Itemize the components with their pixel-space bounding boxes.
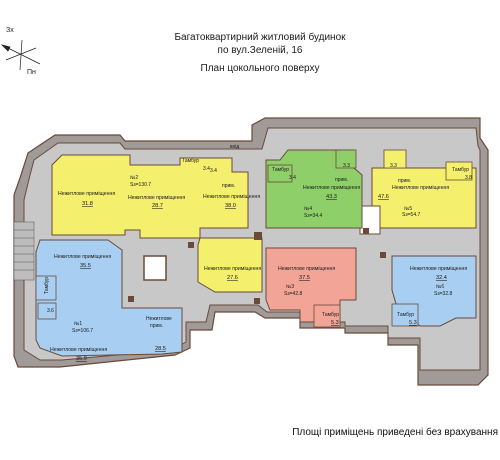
tambur-4 — [267, 164, 293, 183]
tambur-5 — [445, 161, 473, 181]
label-3-3-a: 3.3 — [343, 163, 350, 169]
label-n6: №6 — [436, 284, 444, 290]
label-47-6: 47.6 — [378, 194, 389, 200]
label-tambur-4: Тамбур — [272, 167, 289, 173]
label-prym-5: прим. — [398, 178, 411, 184]
title-line-2: по вул.Зеленій, 16 — [217, 45, 303, 56]
label-32-4: 32.4 — [436, 275, 447, 281]
label-28-5-prym: прим. — [150, 323, 163, 329]
compass-west-label: Зх — [6, 27, 14, 34]
label-tambur-1: Тамбур — [44, 277, 50, 294]
label-35-5: 35.5 — [80, 263, 91, 269]
label-28-7-nonres: Нежитлове приміщення — [128, 195, 185, 201]
room-3-6 — [37, 302, 57, 320]
label-n5: №5 — [404, 206, 412, 212]
label-prym: прим. — [222, 183, 235, 189]
room-27-6 — [197, 237, 263, 293]
label-s4: Sз=34.4 — [304, 213, 322, 219]
label-5-3-b: 5.3 — [409, 320, 417, 326]
plan-title: План цокольного поверху — [200, 63, 320, 74]
label-37-5-nonres: Нежитлове приміщення — [278, 266, 335, 272]
label-35-9-nonres: Нежитлове приміщення — [50, 347, 107, 353]
tambur-3 — [313, 304, 341, 328]
label-38-0-nonres: Нежитлове приміщення — [203, 194, 260, 200]
footnote: Площі приміщень приведені без врахування — [292, 427, 498, 438]
compass-rose-icon — [0, 39, 41, 71]
label-28-5-nonres-short: Нежитлове — [146, 316, 172, 322]
label-s5: Sз=54.7 — [402, 212, 420, 218]
unit-1 — [35, 239, 183, 357]
label-tambur-3: Тамбур — [322, 312, 339, 318]
label-n3: №3 — [286, 284, 294, 290]
label-s3: Sз=42.8 — [284, 291, 302, 297]
label-37-5: 37.5 — [299, 275, 310, 281]
label-prym-4: прим. — [335, 177, 348, 183]
label-3-4-a: 3.4 — [203, 166, 210, 172]
label-35-9: 35.9 — [76, 356, 87, 362]
label-s1: Sз=106.7 — [72, 328, 93, 334]
label-3-3-b: 3.3 — [390, 163, 397, 169]
room-3-3-left — [335, 149, 357, 169]
label-47-6-nonres: Нежитлове приміщення — [392, 185, 449, 191]
label-vhid: вхід — [230, 144, 239, 150]
stairs — [13, 221, 35, 281]
label-27-6: 27.6 — [227, 275, 238, 281]
label-tambur-2: Тамбур — [182, 158, 199, 164]
title-line-1: Багатоквартирний житловий будинок — [174, 32, 346, 43]
tambur-6 — [391, 303, 419, 327]
label-35-5-nonres: Нежитлове приміщення — [54, 254, 111, 260]
room-labels: Нежитлове приміщення 31.8 №2 Sз=130.7 Не… — [44, 144, 472, 362]
label-38-0: 38.0 — [225, 203, 236, 209]
label-n4: №4 — [304, 206, 312, 212]
compass-south-label: Пн — [27, 69, 36, 76]
tambur-1 — [35, 275, 57, 301]
unit-2 — [51, 154, 249, 239]
room-3-3-right — [383, 149, 407, 169]
shaft-center — [143, 255, 167, 281]
label-31-8: 31.8 — [82, 201, 93, 207]
label-27-6-nonres: Нежитлове приміщення — [204, 266, 261, 272]
label-3-8: 3.8 — [465, 175, 472, 181]
label-s6: Sз=32.8 — [434, 291, 452, 297]
label-unit2-nonres: Нежитлове приміщення — [58, 191, 115, 197]
label-3-6: 3.6 — [47, 308, 54, 314]
label-3-4-b: 3.4 — [210, 168, 217, 174]
label-tambur-5: Тамбур — [452, 167, 469, 173]
label-28-7: 28.7 — [152, 203, 163, 209]
label-n2: №2 — [130, 175, 138, 181]
label-5-3-a: 5.3 — [331, 320, 339, 326]
label-43-3: 43.3 — [326, 194, 337, 200]
label-n1: №1 — [74, 321, 82, 327]
label-28-5: 28.5 — [155, 346, 166, 352]
label-43-3-nonres: Нежитлове приміщення — [303, 185, 360, 191]
columns — [128, 228, 386, 304]
label-tambur-6: Тамбур — [397, 312, 414, 318]
label-s2: Sз=130.7 — [130, 182, 151, 188]
label-3-4-c: 3.4 — [289, 175, 296, 181]
label-32-4-nonres: Нежитлове приміщення — [410, 266, 467, 272]
